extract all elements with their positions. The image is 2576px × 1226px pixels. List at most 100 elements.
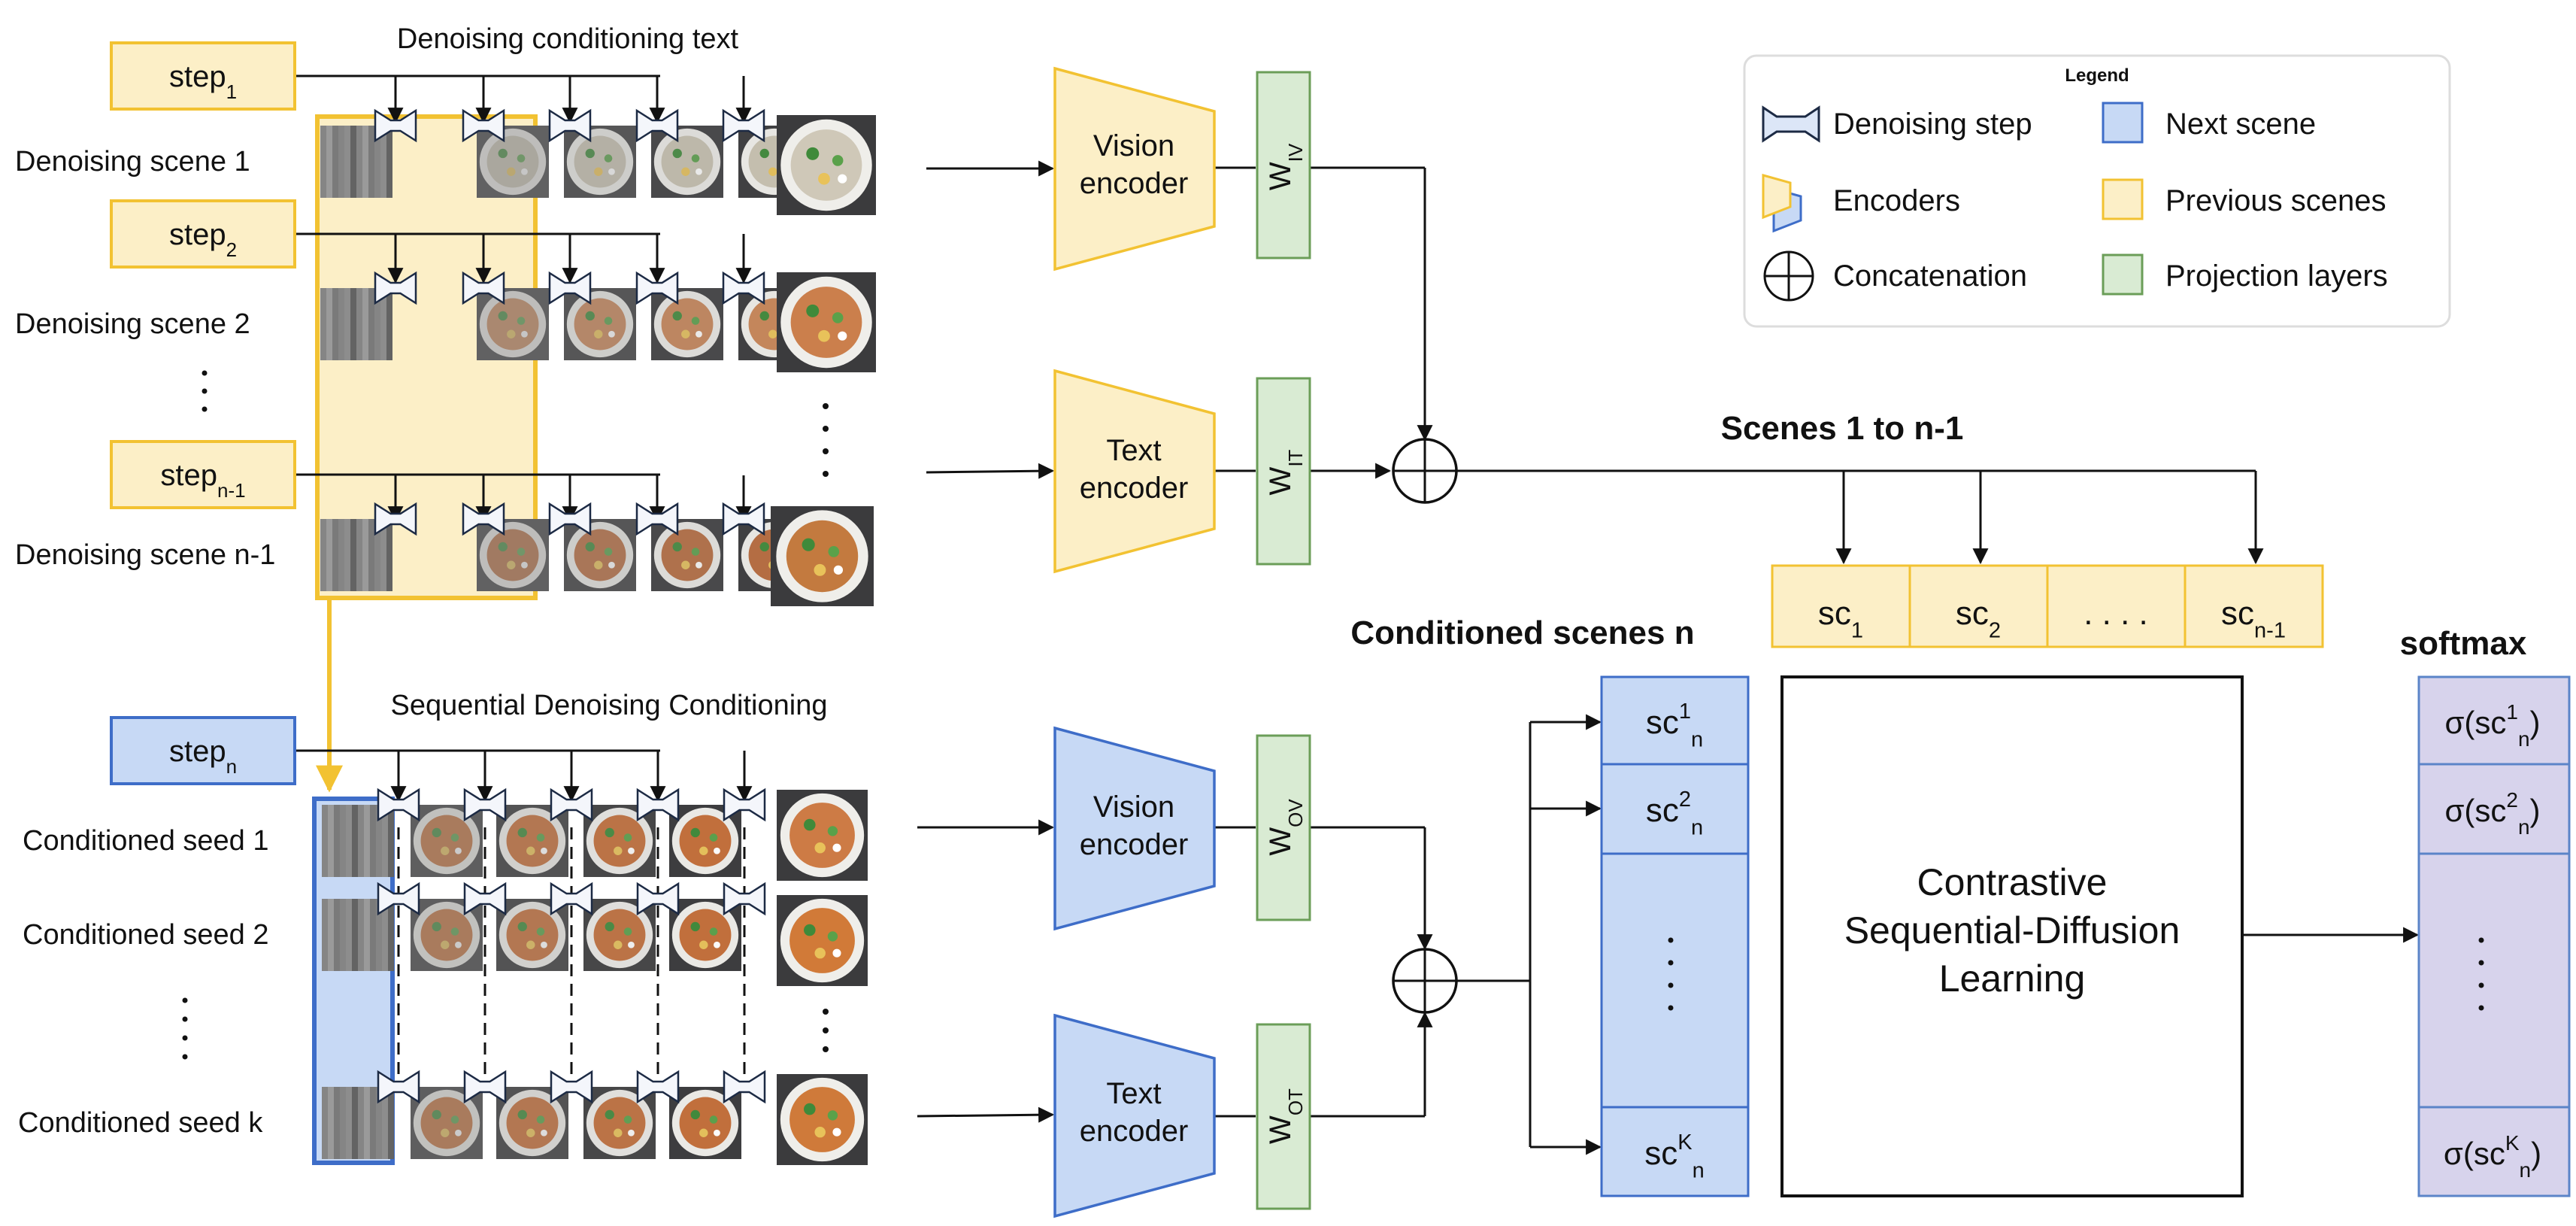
noise-pixel bbox=[352, 1087, 358, 1093]
noise-pixel bbox=[370, 871, 376, 877]
garnish bbox=[526, 1128, 535, 1137]
noise-pixel bbox=[380, 330, 386, 336]
denoising-step-shape bbox=[463, 882, 507, 916]
noise-pixel bbox=[328, 1111, 334, 1117]
garnish bbox=[759, 311, 769, 321]
noise-pixel bbox=[346, 1135, 352, 1141]
garnish bbox=[709, 833, 718, 842]
noise-pixel bbox=[380, 168, 386, 174]
noise-pixel bbox=[328, 959, 334, 965]
noise-pixel bbox=[332, 555, 338, 561]
noise-pixel bbox=[334, 811, 340, 817]
noise-pixel bbox=[350, 132, 356, 138]
noise-pixel bbox=[332, 561, 338, 567]
noise-overlay bbox=[651, 288, 723, 360]
conditioned-seed-label-1: Conditioned seed 1 bbox=[23, 825, 268, 857]
projection-layer-it bbox=[1256, 377, 1311, 566]
vision-encoder-top-label: encoder bbox=[1080, 167, 1189, 200]
noise-pixel bbox=[344, 525, 350, 531]
noise-pixel bbox=[386, 300, 392, 306]
noise-pixel bbox=[344, 300, 350, 306]
garnish bbox=[604, 154, 613, 162]
bowl-content bbox=[789, 908, 855, 973]
denoising-step-shape bbox=[723, 787, 766, 822]
noise-pixel bbox=[326, 312, 332, 318]
denoised-image bbox=[564, 519, 636, 591]
garnish bbox=[507, 560, 516, 569]
garnish bbox=[696, 561, 702, 569]
noise-pixel bbox=[326, 561, 332, 567]
noise-pixel bbox=[368, 318, 374, 324]
noise-pixel bbox=[386, 144, 392, 150]
garnish bbox=[450, 1115, 459, 1124]
noise-pixel bbox=[380, 306, 386, 312]
noise-pixel bbox=[386, 573, 392, 579]
noise-pixel bbox=[382, 823, 388, 829]
noise-pixel bbox=[382, 829, 388, 835]
denoising-scene-label-1: Denoising scene 1 bbox=[15, 146, 250, 178]
noise-pixel bbox=[350, 567, 356, 573]
noise-pixel bbox=[368, 561, 374, 567]
noise-pixel bbox=[326, 150, 332, 156]
noise-pixel bbox=[352, 911, 358, 917]
garnish bbox=[818, 329, 830, 342]
noise-pixel bbox=[334, 1117, 340, 1123]
noise-pixel bbox=[386, 168, 392, 174]
noise-pixel bbox=[382, 917, 388, 923]
denoising-step-shape bbox=[548, 108, 592, 143]
noise-pixel bbox=[344, 144, 350, 150]
noise-pixel bbox=[344, 324, 350, 330]
next-scene-swatch bbox=[2102, 102, 2144, 144]
noise-pixel bbox=[332, 336, 338, 342]
denoising-step-shape bbox=[722, 108, 765, 143]
noise-pixel bbox=[328, 841, 334, 847]
noise-pixel bbox=[334, 905, 340, 911]
noise-pixel bbox=[368, 579, 374, 585]
noise-pixel bbox=[382, 1135, 388, 1141]
denoising-step-icon bbox=[550, 1070, 593, 1104]
noise-pixel bbox=[362, 324, 368, 330]
noise-pixel bbox=[388, 1099, 394, 1105]
ellipsis-dot bbox=[2478, 937, 2484, 943]
noise-pixel bbox=[326, 138, 332, 144]
noise-pixel bbox=[386, 525, 392, 531]
noise-pixel bbox=[326, 525, 332, 531]
noise-pixel bbox=[368, 132, 374, 138]
garnish bbox=[714, 847, 720, 854]
garnish bbox=[818, 172, 830, 185]
noise-pixel bbox=[350, 180, 356, 186]
noise-pixel bbox=[352, 905, 358, 911]
noise-pixel bbox=[352, 811, 358, 817]
noise-overlay bbox=[651, 519, 723, 591]
denoised-image bbox=[477, 126, 549, 198]
noise-pixel bbox=[334, 865, 340, 871]
denoising-step-icon bbox=[463, 787, 507, 822]
noise-pixel bbox=[382, 847, 388, 853]
garnish bbox=[536, 927, 545, 936]
garnish bbox=[691, 317, 700, 325]
noise-pixel bbox=[388, 1135, 394, 1141]
denoising-step-shape bbox=[723, 882, 766, 916]
noise-pixel bbox=[364, 835, 370, 841]
noise-pixel bbox=[326, 168, 332, 174]
noise-pixel bbox=[380, 573, 386, 579]
garnish bbox=[541, 847, 547, 854]
noise-pixel bbox=[370, 923, 376, 929]
garnish bbox=[699, 1128, 708, 1137]
garnish bbox=[605, 827, 614, 838]
noise-pixel bbox=[368, 348, 374, 354]
final-image-scene-1 bbox=[777, 115, 876, 215]
noise-pixel bbox=[364, 899, 370, 905]
noise-pixel bbox=[380, 324, 386, 330]
noise-pixel bbox=[370, 853, 376, 859]
noise-pixel bbox=[328, 965, 334, 971]
step-label-1: step1 bbox=[169, 60, 237, 103]
final-image-seed-1 bbox=[777, 790, 868, 881]
noise-pixel bbox=[362, 126, 368, 132]
garnish bbox=[441, 940, 450, 949]
noise-pixel bbox=[334, 953, 340, 959]
noise-pixel bbox=[388, 923, 394, 929]
noise-pixel bbox=[352, 953, 358, 959]
noise-pixel bbox=[350, 579, 356, 585]
noise-pixel bbox=[332, 126, 338, 132]
